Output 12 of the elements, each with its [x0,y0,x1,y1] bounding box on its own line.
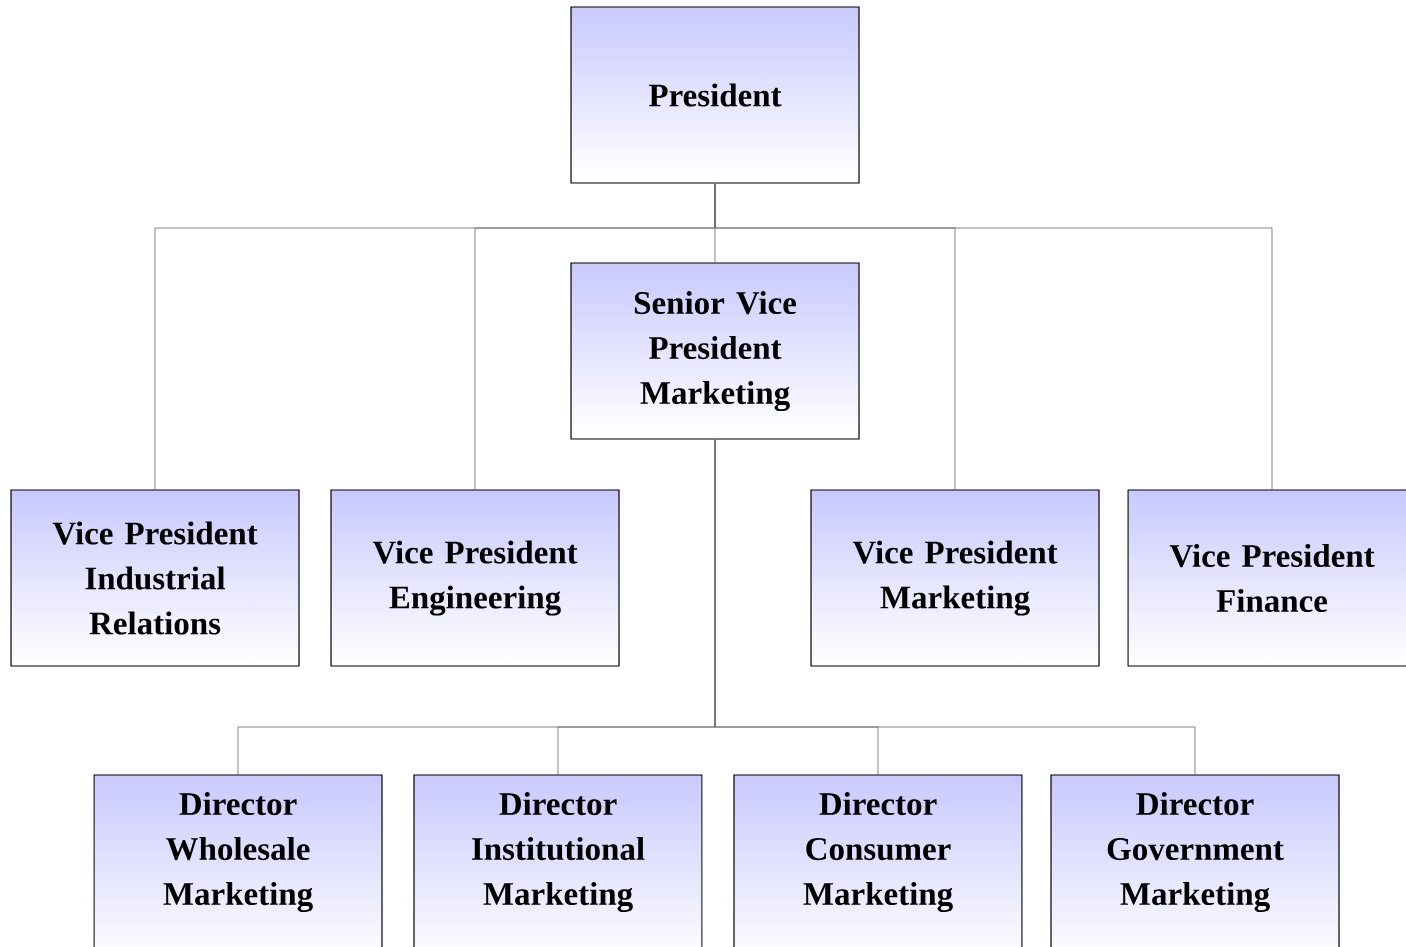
org-box: Vice President Engineering [330,489,620,667]
connector [714,183,1273,490]
org-box: Vice President Finance [1127,489,1406,667]
org-box: Vice President Industrial Relations [10,489,300,667]
connector [714,439,1196,775]
org-box: Director Consumer Marketing [733,774,1023,947]
org-box: Vice President Marketing [810,489,1100,667]
org-box: Senior Vice President Marketing [570,262,860,440]
org-box: Director Wholesale Marketing [93,774,383,947]
org-box: President [570,6,860,184]
org-box: Director Institutional Marketing [413,774,703,947]
org-box: Director Government Marketing [1050,774,1340,947]
